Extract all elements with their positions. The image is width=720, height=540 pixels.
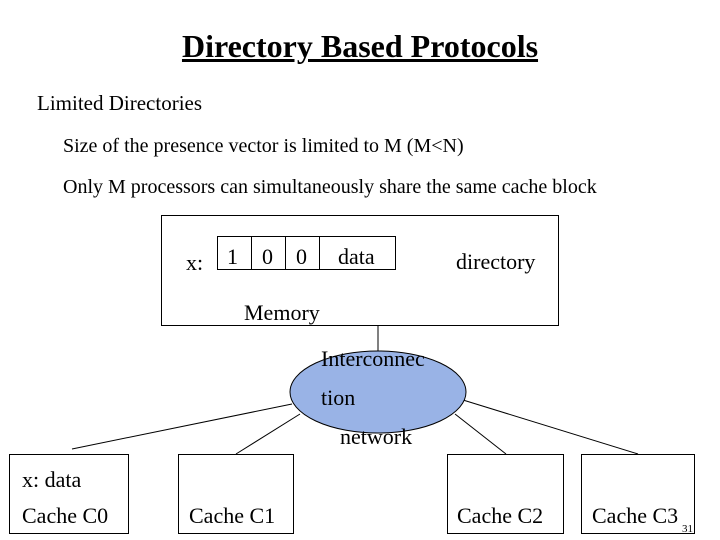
bullet-m-processors-share: Only M processors can simultaneously sha… [63, 176, 597, 198]
cell-divider [285, 236, 286, 270]
cache-c0-label: Cache C0 [22, 503, 109, 528]
network-label-line3: network [340, 424, 413, 449]
directory-entry-row [217, 236, 396, 270]
link-c0 [71, 403, 293, 450]
page-number: 31 [682, 523, 693, 535]
cell-divider [251, 236, 252, 270]
cache-c0-box [9, 454, 129, 534]
presence-bit-2: 0 [262, 244, 273, 269]
bullet-limited-directories: Limited Directories [37, 91, 203, 115]
cache-c3-label: Cache C3 [592, 503, 679, 528]
presence-bit-1: 1 [227, 244, 238, 269]
cache-c0-contents: x: data [22, 467, 82, 492]
cache-c2-box [447, 454, 564, 534]
cache-c1-label: Cache C1 [189, 503, 276, 528]
data-field-label: data [338, 244, 375, 269]
cache-c3-box [581, 454, 695, 534]
presence-bit-3: 0 [296, 244, 307, 269]
link-c3 [462, 399, 639, 455]
bullet-presence-vector-size: Size of the presence vector is limited t… [63, 135, 464, 157]
link-c2 [454, 413, 507, 455]
link-c1 [235, 413, 301, 455]
cell-divider [319, 236, 320, 270]
directory-label: directory [456, 249, 536, 274]
directory-entry-prefix: x: [186, 250, 204, 275]
network-label-line2: tion [321, 385, 356, 410]
cache-c2-label: Cache C2 [457, 503, 544, 528]
cache-c1-box [178, 454, 294, 534]
memory-label: Memory [244, 300, 320, 325]
interconnection-network-ellipse [289, 350, 467, 434]
network-label-line1: Interconnec [321, 346, 425, 371]
memory-box [161, 215, 559, 326]
slide-title: Directory Based Protocols [181, 28, 539, 64]
